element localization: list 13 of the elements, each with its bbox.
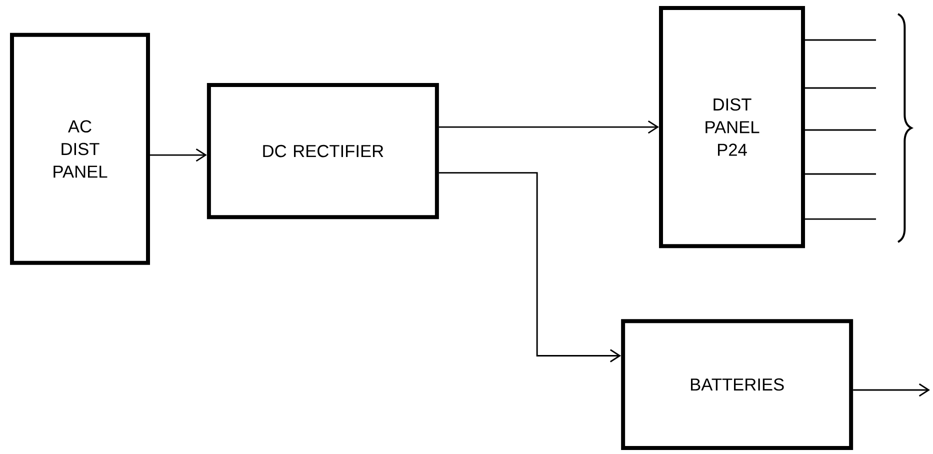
connector-line <box>805 173 876 175</box>
connector-line <box>438 120 659 134</box>
connector-line <box>805 129 876 131</box>
connector-line <box>150 148 207 162</box>
block-box: DC RECTIFIER <box>206 83 439 220</box>
connector-line <box>853 383 930 397</box>
connector-line <box>805 87 876 89</box>
connector-line <box>805 218 876 220</box>
connector-line <box>438 172 622 362</box>
block-box: AC DIST PANEL <box>10 32 150 265</box>
block-box: DIST PANEL P24 <box>659 6 805 248</box>
connector-line <box>805 39 876 41</box>
block-box: BATTERIES <box>621 319 854 450</box>
